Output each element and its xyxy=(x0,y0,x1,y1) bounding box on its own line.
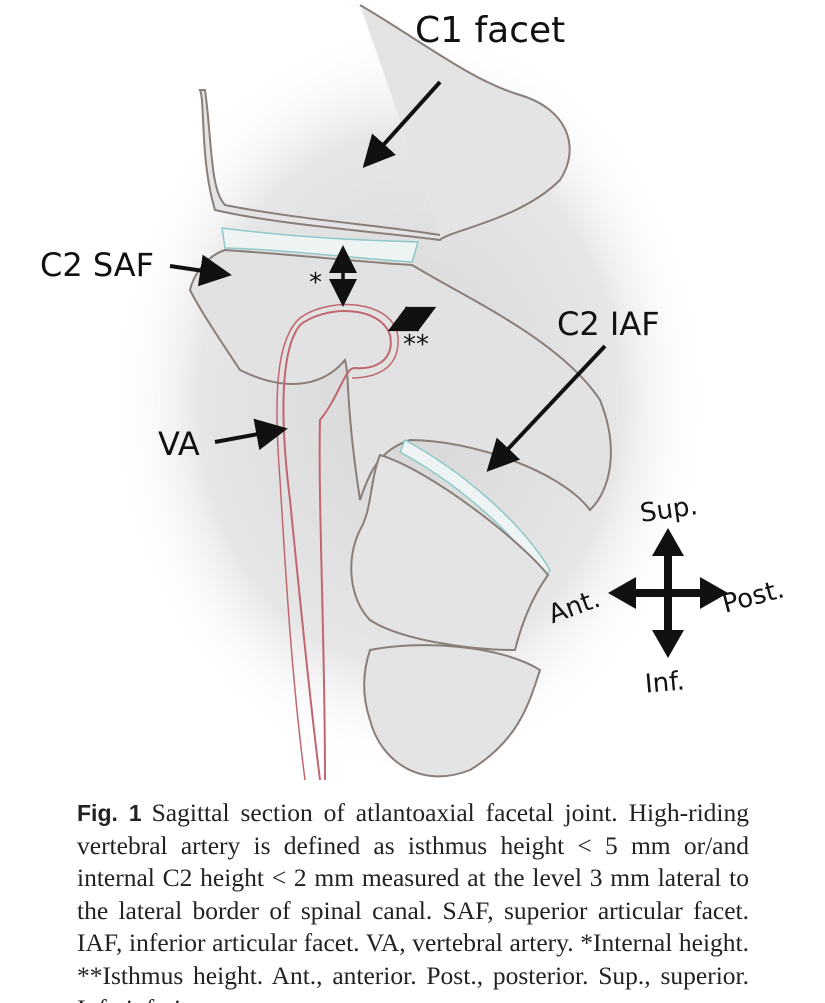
label-c2-iaf: C2 IAF xyxy=(557,305,660,343)
lower-vertebra-outline xyxy=(363,644,542,778)
c1-c2-cartilage xyxy=(221,227,419,263)
va-arrow xyxy=(214,418,288,451)
label-c2-saf: C2 SAF xyxy=(40,246,155,284)
c1-facet-arrow xyxy=(362,80,442,168)
c2-saf-arrow xyxy=(169,254,232,287)
orientation-compass xyxy=(608,528,728,658)
label-isthmus-height: ** xyxy=(403,330,429,360)
label-inf: Inf. xyxy=(643,666,686,700)
c2-iaf-arrow xyxy=(486,344,607,472)
anatomy-illustration xyxy=(110,4,728,781)
caption-label: Fig. 1 xyxy=(77,800,142,826)
label-internal-height: * xyxy=(309,268,322,298)
c1-facet-outline xyxy=(198,4,571,242)
label-va: VA xyxy=(158,425,200,463)
isthmus-height-arrow xyxy=(387,306,437,332)
label-c1-facet: C1 facet xyxy=(415,10,566,51)
caption-text: Sagittal section of atlantoaxial facetal… xyxy=(77,798,749,1003)
vertebral-artery xyxy=(282,310,392,781)
